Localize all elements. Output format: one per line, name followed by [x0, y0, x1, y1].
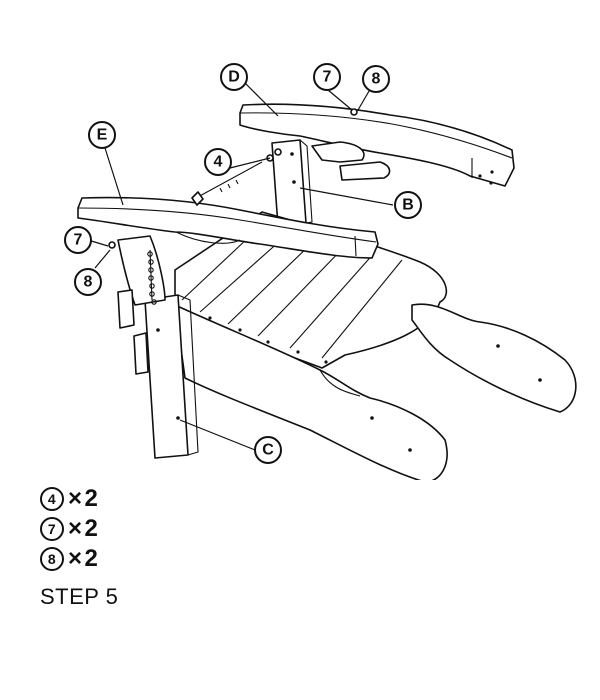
- callout-b: B: [394, 191, 422, 219]
- assembly-diagram: D 7 8 E 4 B 7 8 C: [64, 63, 577, 480]
- hardware-quantity: 2: [84, 485, 99, 512]
- svg-text:7: 7: [74, 232, 83, 249]
- callout-c: C: [254, 436, 282, 464]
- leader-lines: [87, 82, 394, 451]
- hardware-list: 4 × 2 7 × 2 8 × 2: [40, 484, 98, 574]
- callout-4: 4: [204, 148, 232, 176]
- svg-text:4: 4: [214, 154, 223, 171]
- callout-7-top: 7: [313, 63, 341, 91]
- hardware-row: 7 × 2: [40, 514, 98, 544]
- callout-7-left: 7: [64, 226, 92, 254]
- multiply-sign: ×: [68, 485, 83, 512]
- hardware-number-badge: 4: [40, 487, 64, 511]
- svg-text:C: C: [262, 442, 274, 459]
- svg-text:8: 8: [84, 274, 93, 291]
- hardware-quantity: 2: [84, 545, 99, 572]
- chain-icon: [147, 249, 157, 305]
- front-leg-c: [133, 294, 199, 459]
- side-rail-left: [174, 304, 448, 480]
- bolt-icon: [191, 161, 263, 206]
- svg-text:D: D: [228, 69, 240, 86]
- multiply-sign: ×: [68, 515, 83, 542]
- svg-text:8: 8: [372, 71, 381, 88]
- hardware-number-badge: 7: [40, 517, 64, 541]
- hardware-quantity: 2: [84, 515, 99, 542]
- washer-icon: [108, 108, 358, 249]
- callout-e: E: [88, 121, 116, 149]
- arm-rest-d: [239, 103, 515, 187]
- hardware-row: 4 × 2: [40, 484, 98, 514]
- svg-text:B: B: [402, 197, 414, 214]
- callout-8-top: 8: [362, 65, 390, 93]
- svg-text:E: E: [97, 127, 108, 144]
- multiply-sign: ×: [68, 545, 83, 572]
- callout-d: D: [220, 63, 248, 91]
- step-label: STEP 5: [40, 584, 119, 609]
- hardware-number-badge: 8: [40, 547, 64, 571]
- hardware-row: 8 × 2: [40, 544, 98, 574]
- callout-8-left: 8: [74, 268, 102, 296]
- arm-rest-e: [77, 196, 379, 259]
- svg-text:7: 7: [323, 69, 332, 86]
- side-rail-right: [411, 303, 577, 413]
